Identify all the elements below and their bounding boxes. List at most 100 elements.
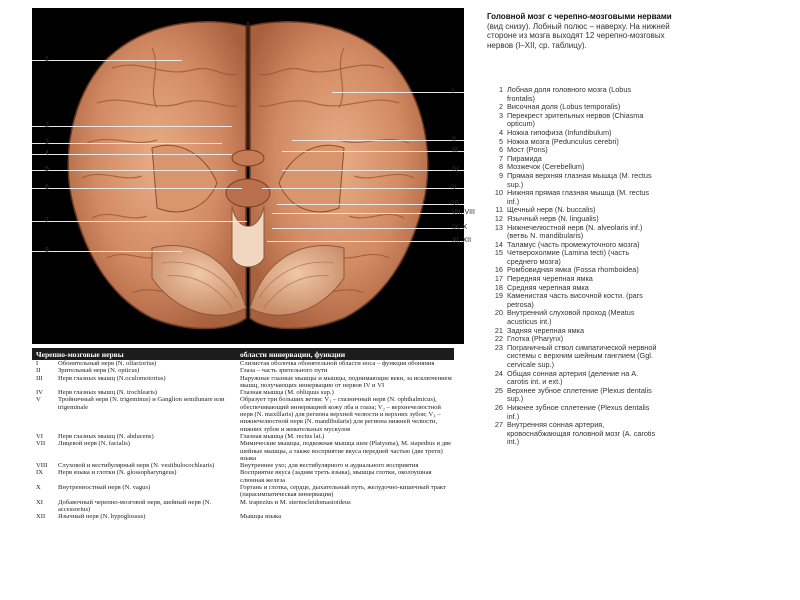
legend-text: Средняя черепная ямка <box>507 282 589 292</box>
legend-number: 12 <box>494 213 503 223</box>
nerve-number: IX <box>36 469 43 477</box>
nerve-function: Гортань и глотка, сердце, дыхательный пу… <box>240 484 446 499</box>
figure-label-V: V <box>452 184 457 191</box>
leader-line <box>32 170 237 171</box>
figure-label-II: II <box>452 136 456 143</box>
table-row: X Внутренностный нерв (N. vagus) Гортань и… <box>32 484 454 499</box>
legend-number: 19 <box>494 291 503 301</box>
legend-number: 8 <box>498 162 503 172</box>
leader-line <box>277 204 464 205</box>
nerve-name: Внутренностный нерв (N. vagus) <box>58 484 151 492</box>
leader-line <box>267 241 464 242</box>
nerve-function: Глазная мышца (M. obliquus sup.) <box>240 389 334 397</box>
cranial-nerves-table: Черепно-мозговые нервы области иннерваци… <box>32 348 454 521</box>
nerve-number: II <box>36 367 41 375</box>
nerve-function: Наружные глазные мышцы и мышцы, поднимаю… <box>240 374 452 389</box>
table-header: Черепно-мозговые нервы области иннерваци… <box>32 348 454 360</box>
legend-number: 11 <box>495 205 503 215</box>
legend-text: Пограничный ствол симпатической нервной … <box>507 342 657 369</box>
legend-number: 6 <box>498 145 503 155</box>
legend-text: Прямая верхняя глазная мышца (M. rectus … <box>507 170 652 189</box>
caption-text: (вид снизу). Лобный полюс – наверху. На … <box>487 21 670 50</box>
figure-label-8: 8 <box>45 247 49 254</box>
legend-text: Каменистая часть височной кости. (pars p… <box>507 291 643 309</box>
nerve-name: Добавочный черепно-мозговой нерв, шейный… <box>58 498 212 513</box>
legend-number: 7 <box>498 153 503 163</box>
figure-label-2: 2 <box>45 122 49 129</box>
nerve-function: Мимические мышцы, подкожная мышца шеи (P… <box>240 440 452 462</box>
legend-text: Внутренний слуховой проход (Meatus acust… <box>507 308 635 327</box>
nerve-function: Глазная мышца (M. rectus lat.) <box>240 432 325 440</box>
legend-item: 19 Каменистая часть височной кости. (pars… <box>487 291 657 309</box>
leader-line <box>272 228 464 229</box>
nerve-name: Тройничный нерв (N. trigeminus) и Gangli… <box>58 396 225 411</box>
nerve-function: Слизистая оболочка обонятельной области … <box>240 360 435 367</box>
nerve-number: V <box>36 396 41 404</box>
legend-item: 27 Внутренняя сонная артерия, кровоснабжа… <box>487 420 657 447</box>
legend-text: Внутренняя сонная артерия, кровоснабжающ… <box>507 420 656 447</box>
legend-item: 7 Пирамида <box>487 153 657 164</box>
legend-text: Задняя черепная ямка <box>507 325 585 335</box>
legend-number: 27 <box>494 420 503 430</box>
nerve-name: Нерв глазных мышц (N. abducens) <box>58 432 154 440</box>
legend-text: Верхнее зубное сплетение (Plexus dentali… <box>507 385 652 404</box>
nerve-number: VI <box>36 432 43 440</box>
legend-number: 1 <box>498 85 503 94</box>
legend-number: 26 <box>494 402 503 412</box>
nerve-number: X <box>36 484 41 492</box>
legend-number: 20 <box>494 308 503 318</box>
figure-label-IV: IV <box>452 166 459 173</box>
header-functions: области иннервации, функции <box>240 349 346 359</box>
table-row: V Тройничный нерв (N. trigeminus) и Gangl… <box>32 396 454 432</box>
figure-label-7: 7 <box>45 217 49 224</box>
legend-number: 4 <box>498 127 503 137</box>
figure-label-5: 5 <box>45 166 49 173</box>
legend-item: 23 Пограничный ствол симпатической нервно… <box>487 342 657 370</box>
nerve-number: XII <box>36 513 46 521</box>
leader-line <box>292 140 464 141</box>
legend-text: Мост (Pons) <box>507 145 548 155</box>
legend-number: 23 <box>494 342 503 352</box>
table-row: XI Добавочный черепно-мозговой нерв, шейн… <box>32 499 454 514</box>
caption-title: Головной мозг с черепно-мозговыми нервам… <box>487 12 672 21</box>
legend-number: 22 <box>494 334 503 344</box>
legend-number: 3 <box>498 110 503 120</box>
nerve-number: XI <box>36 498 43 506</box>
legend-number: 10 <box>494 188 503 198</box>
figure-label-1: 1 <box>45 56 49 63</box>
leader-line <box>282 170 464 171</box>
legend-text: Пирамида <box>507 153 542 163</box>
leader-line <box>32 143 222 144</box>
leader-line <box>332 92 464 93</box>
legend-number: 17 <box>494 274 503 284</box>
legend-item: 6 Мост (Pons) <box>487 146 657 155</box>
leader-line <box>32 221 247 222</box>
leader-line <box>282 151 464 152</box>
legend-number: 2 <box>498 102 503 112</box>
leader-line <box>32 251 182 252</box>
nerve-name: Лицевой нерв (N. facialis) <box>58 440 130 448</box>
legend-item: 5 Ножка мозга (Pedunculus cerebri) <box>487 136 657 147</box>
leader-line <box>262 188 464 189</box>
legend-text: Общая сонная артерия (деление на A. caro… <box>507 368 639 387</box>
legend-text: Ножка мозга (Pedunculus cerebri) <box>507 136 619 146</box>
brain-illustration <box>67 21 429 330</box>
figure-label-4: 4 <box>45 150 49 157</box>
legend-number: 5 <box>498 136 503 146</box>
nerve-name: Нерв глазных мышц (N. trochlearis) <box>58 389 157 397</box>
brain-figure <box>32 8 464 344</box>
